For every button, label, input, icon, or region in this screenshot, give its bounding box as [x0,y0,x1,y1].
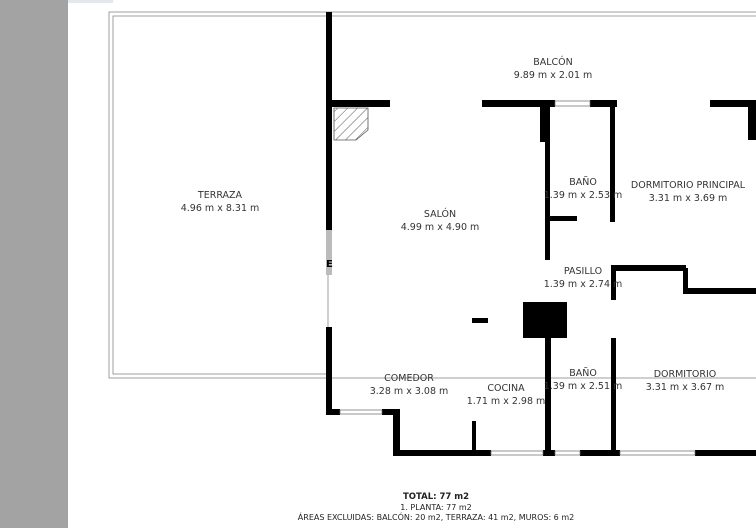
room-name: COMEDOR [384,373,434,384]
room-name: COCINA [487,383,525,394]
room-name: BAÑO [569,177,597,188]
room-dims: 3.31 m x 3.67 m [645,382,725,393]
room-cocina: COCINA 1.71 m x 2.98 m [467,382,546,408]
outdoor-outlines [108,11,756,379]
room-name: DORMITORIO PRINCIPAL [630,180,746,191]
room-dormitorio-principal: DORMITORIO PRINCIPAL 3.31 m x 3.69 m [631,179,745,205]
room-dims: 9.89 m x 2.01 m [513,70,593,81]
room-bano-2: BAÑO 1.39 m x 2.51 m [544,367,623,393]
room-dims: 1.39 m x 2.51 m [543,381,623,392]
room-dims: 1.71 m x 2.98 m [466,396,546,407]
fireplace [333,107,369,141]
room-dims: 4.99 m x 4.90 m [400,222,480,233]
floor-area: 1. PLANTA: 77 m2 [400,502,472,512]
panel-tab [68,0,113,3]
side-panel [0,0,68,528]
room-dims: 3.28 m x 3.08 m [369,386,449,397]
room-name: BALCÓN [533,57,573,68]
walls [326,12,756,456]
room-name: TERRAZA [197,190,243,201]
room-dims: 1.39 m x 2.53 m [543,190,623,201]
room-dims: 1.39 m x 2.74 m [543,279,623,290]
room-comedor: COMEDOR 3.28 m x 3.08 m [370,372,449,398]
room-salon: SALÓN 4.99 m x 4.90 m [401,208,480,234]
room-dormitorio: DORMITORIO 3.31 m x 3.67 m [646,368,725,394]
room-pasillo: PASILLO 1.39 m x 2.74 m [544,265,623,291]
windows [339,100,696,456]
room-name: SALÓN [423,209,457,220]
room-name: PASILLO [563,266,603,277]
room-terraza: TERRAZA 4.96 m x 8.31 m [181,189,260,215]
room-bano-1: BAÑO 1.39 m x 2.53 m [544,176,623,202]
room-name: DORMITORIO [653,369,717,380]
area-summary: TOTAL: 77 m2 1. PLANTA: 77 m2 ÁREAS EXCL… [298,492,574,524]
room-balcon: BALCÓN 9.89 m x 2.01 m [514,56,593,82]
total-area: TOTAL: 77 m2 [402,492,470,502]
room-dims: 3.31 m x 3.69 m [648,193,728,204]
excluded-areas: ÁREAS EXCLUIDAS: BALCÓN: 20 m2, TERRAZA:… [297,513,575,522]
room-name: BAÑO [569,368,597,379]
entrance-marker: E [326,259,333,270]
room-dims: 4.96 m x 8.31 m [180,203,260,214]
